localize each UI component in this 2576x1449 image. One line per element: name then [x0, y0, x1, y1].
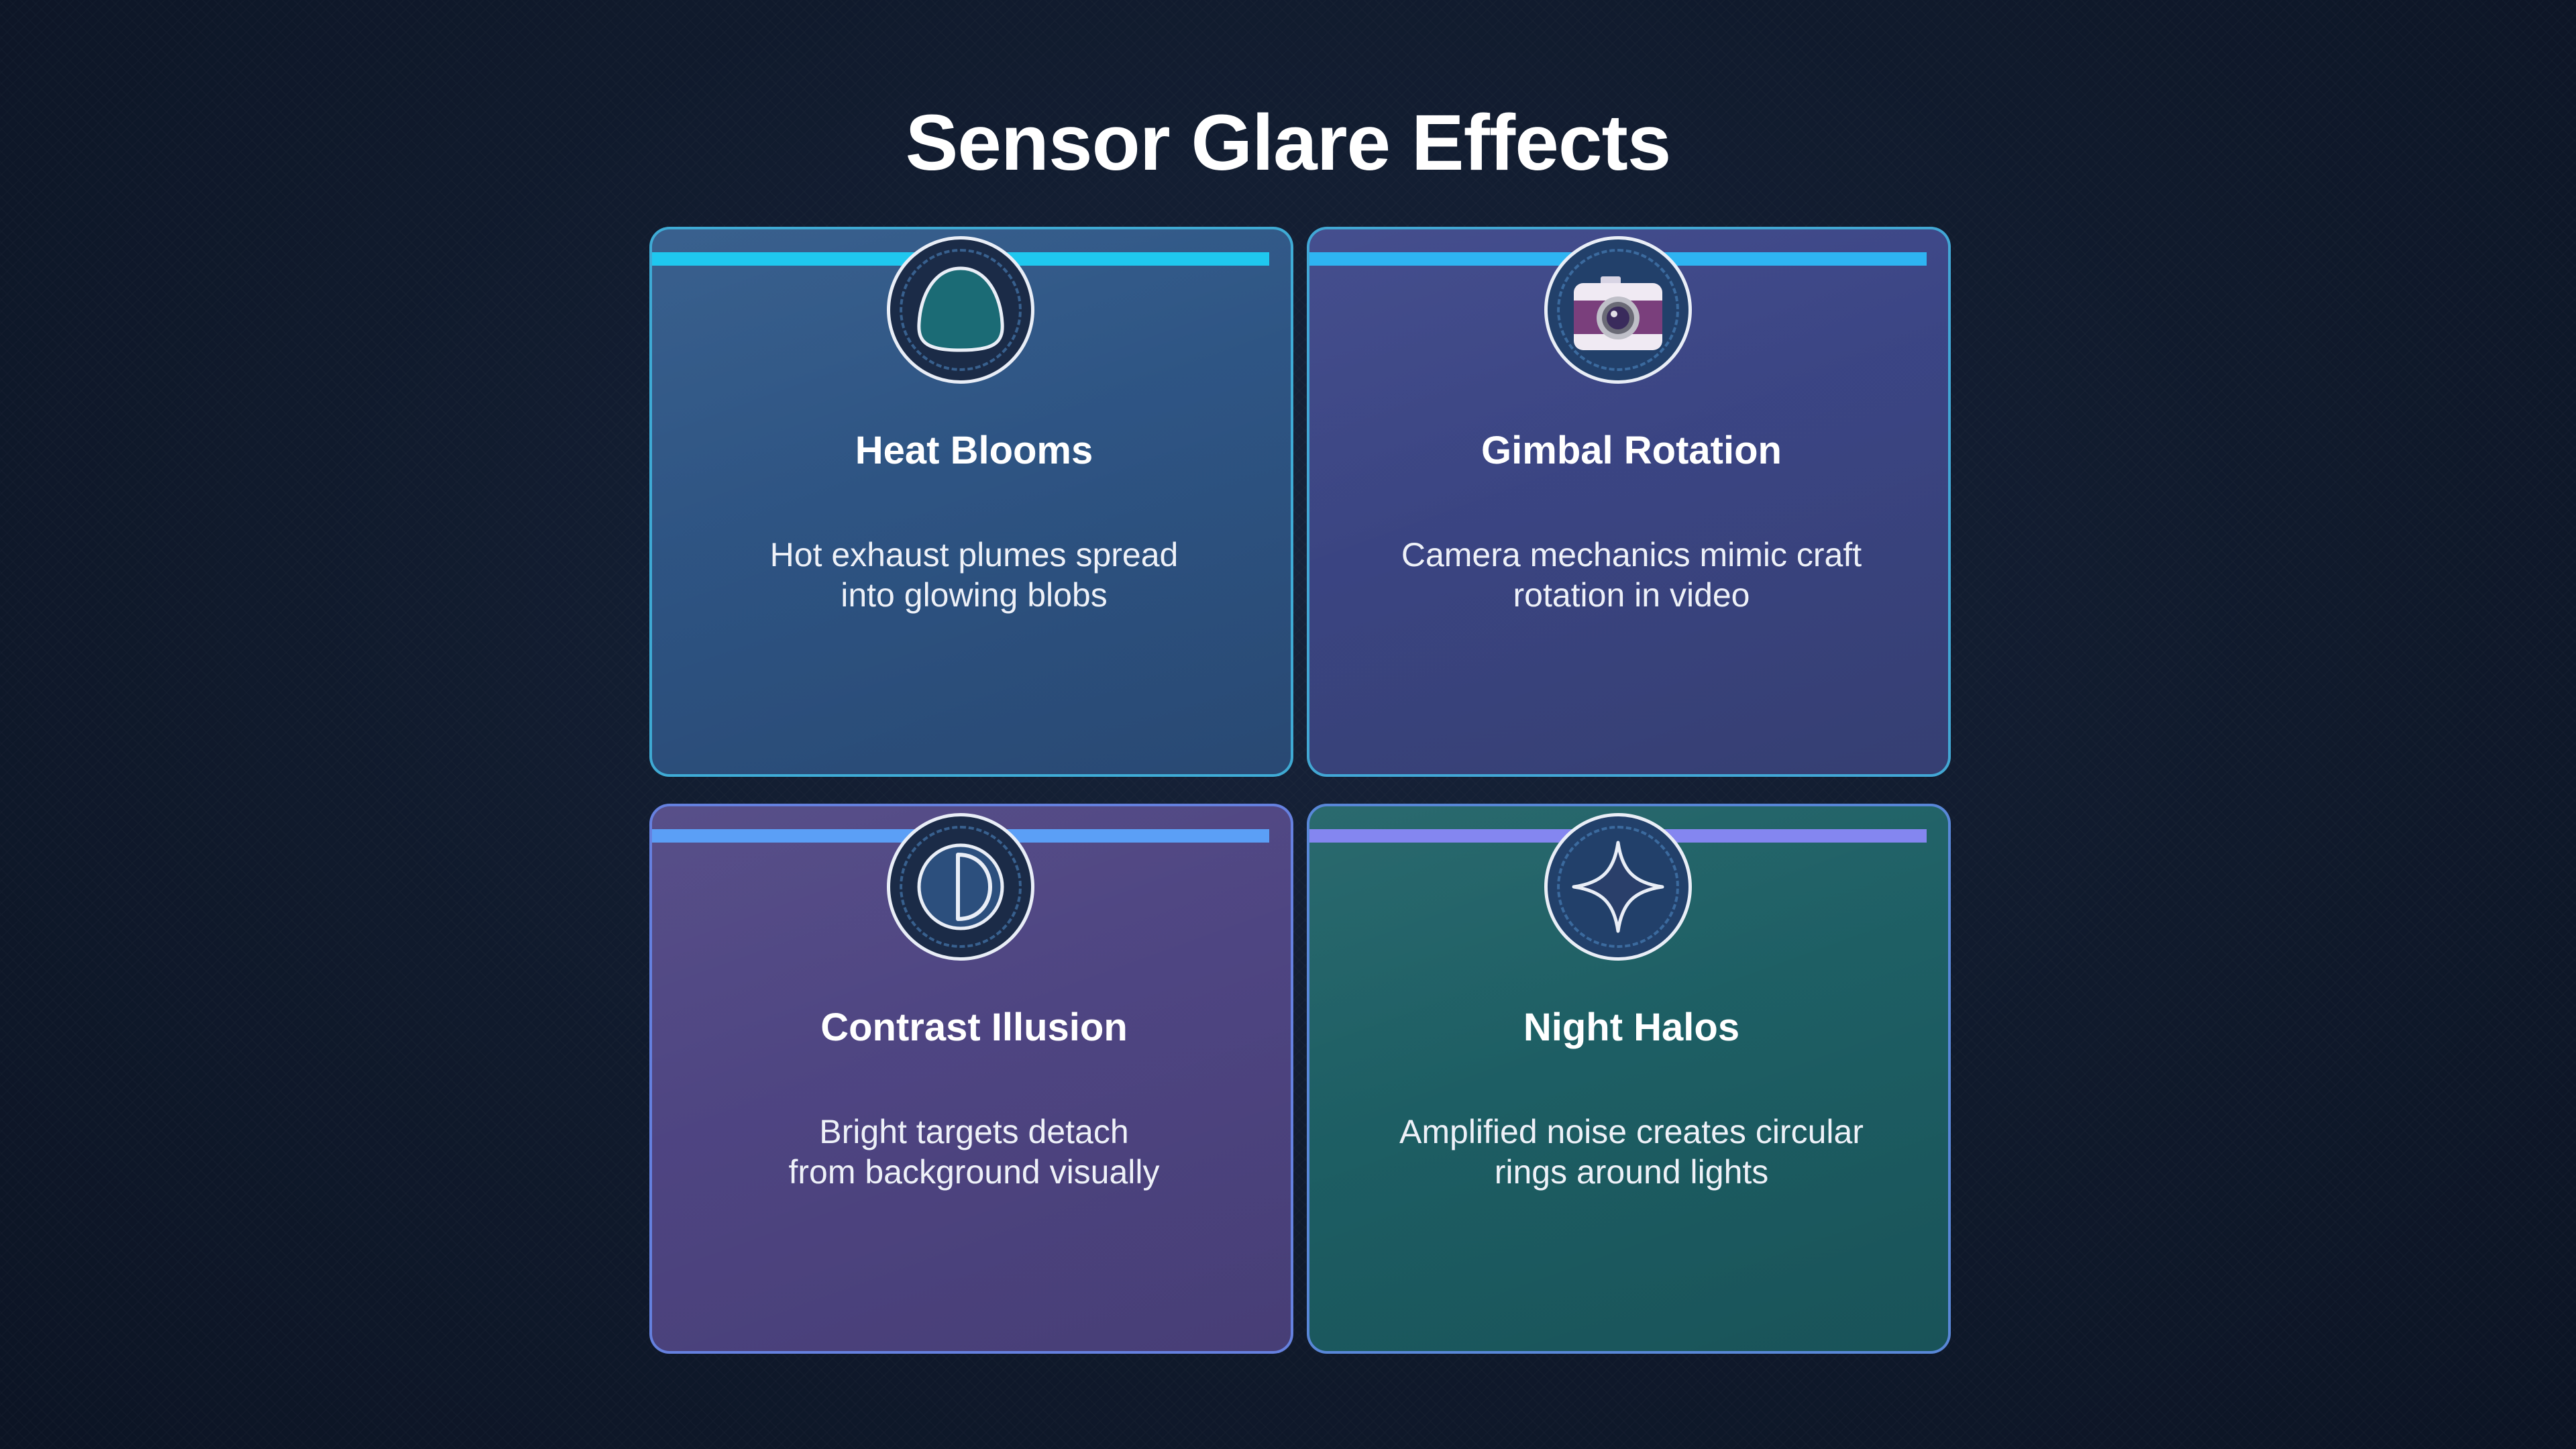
card-title: Night Halos: [1523, 1006, 1740, 1049]
icon-badge: [887, 236, 1034, 384]
card-description-line: Bright targets detach: [819, 1113, 1129, 1150]
card-description-line: Camera mechanics mimic craft: [1401, 536, 1862, 574]
card-description: Amplified noise creates circular rings a…: [1397, 1112, 1866, 1192]
card-description-line: rings around lights: [1494, 1153, 1769, 1191]
icon-badge: [1544, 236, 1692, 384]
card-description-line: Amplified noise creates circular: [1399, 1113, 1864, 1150]
card-title: Gimbal Rotation: [1481, 429, 1782, 472]
card-description-line: into glowing blobs: [841, 576, 1108, 614]
card-title: Heat Blooms: [855, 429, 1093, 472]
icon-badge-ring: [900, 249, 1022, 371]
card-description: Camera mechanics mimic craft rotation in…: [1397, 535, 1866, 615]
card-description: Hot exhaust plumes spread into glowing b…: [739, 535, 1209, 615]
icon-badge: [887, 813, 1034, 961]
card-heat-blooms: Heat Blooms Hot exhaust plumes spread in…: [649, 227, 1293, 777]
card-gimbal-rotation: Gimbal Rotation Camera mechanics mimic c…: [1307, 227, 1951, 777]
camera-icon: [1574, 276, 1662, 350]
icon-badge: [1544, 813, 1692, 961]
icon-badge-ring: [900, 826, 1022, 948]
four-point-star-icon: [1572, 841, 1664, 933]
card-title: Contrast Illusion: [820, 1006, 1128, 1049]
page-title: Sensor Glare Effects: [905, 99, 1672, 187]
card-night-halos: Night Halos Amplified noise creates circ…: [1307, 804, 1951, 1354]
card-description-line: Hot exhaust plumes spread: [769, 536, 1179, 574]
half-circle-icon: [917, 843, 1004, 930]
card-description-line: rotation in video: [1513, 576, 1750, 614]
card-description: Bright targets detach from background vi…: [739, 1112, 1209, 1192]
icon-badge-ring: [1557, 826, 1679, 948]
icon-badge-ring: [1557, 249, 1679, 371]
blob-icon: [917, 266, 1004, 352]
card-contrast-illusion: Contrast Illusion Bright targets detach …: [649, 804, 1293, 1354]
card-description-line: from background visually: [788, 1153, 1160, 1191]
